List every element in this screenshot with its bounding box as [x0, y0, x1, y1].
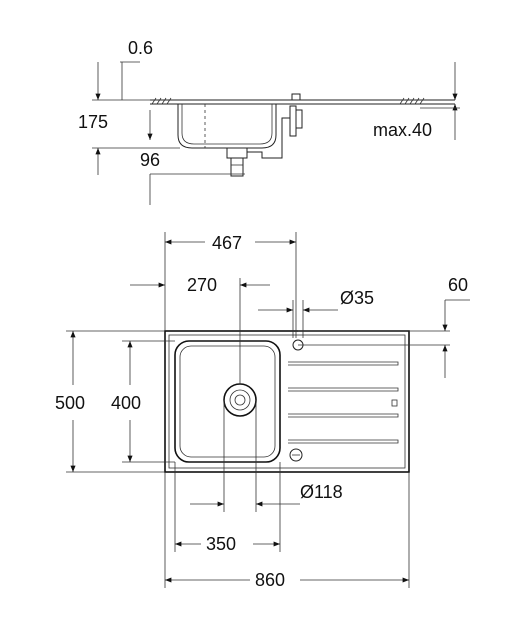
- bowl-profile: [177, 104, 277, 149]
- overflow-pipe: [247, 117, 290, 159]
- waste-outlet: [223, 383, 257, 417]
- waste-fitting: [226, 147, 248, 159]
- top-view: 467 270 Ø35 60 500 400: [55, 232, 470, 590]
- dim-waste-diameter: Ø118: [300, 482, 343, 502]
- dim-bowl-depth-side: 175: [78, 112, 108, 132]
- dim-total-depth: 500: [55, 393, 85, 413]
- drainer-ribs: [288, 361, 399, 444]
- overflow-button: [289, 448, 303, 462]
- dim-467: 467: [212, 233, 242, 253]
- sink-outline: [164, 330, 410, 473]
- dim-overflow-height: 96: [140, 150, 160, 170]
- dim-thickness: 0.6: [128, 38, 153, 58]
- dim-tap-hole: Ø35: [340, 288, 374, 308]
- waste-pipe: [230, 157, 244, 177]
- dim-bowl-width: 350: [206, 534, 236, 554]
- side-view: 0.6 175 96 max.40: [78, 38, 460, 205]
- dim-60: 60: [448, 275, 468, 295]
- dim-bowl-depth: 400: [111, 393, 141, 413]
- tap-fitting: [289, 105, 297, 137]
- dim-270: 270: [187, 275, 217, 295]
- worktop-hatch-left: [151, 97, 172, 105]
- dim-total-width: 860: [255, 570, 285, 590]
- bowl-outline: [174, 340, 281, 463]
- worktop-hatch-right: [399, 97, 425, 105]
- dim-max-worktop: max.40: [373, 120, 432, 140]
- bowl-inner-profile: [181, 104, 273, 145]
